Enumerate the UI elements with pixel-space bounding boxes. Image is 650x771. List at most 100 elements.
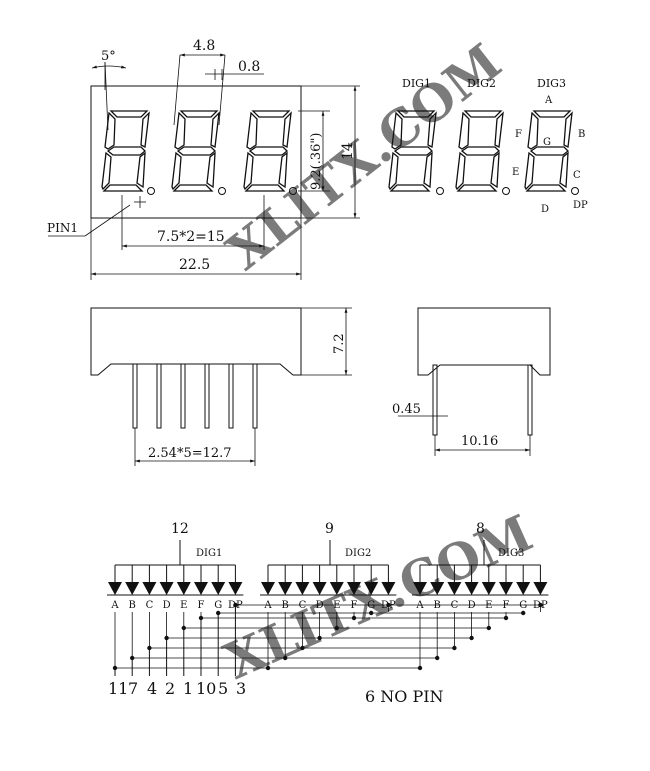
dp-dot <box>571 187 579 195</box>
diode-d <box>312 582 327 595</box>
diode-f <box>347 582 361 595</box>
side-view-front: 7.2 2.54*5=12.7 <box>90 307 352 466</box>
segment-digit-2 <box>455 110 504 192</box>
digit-pitch-label: 4.8 <box>193 38 215 54</box>
segment-pin-numbers: 11 7 4 2 1 10 5 3 <box>108 679 246 698</box>
diode-f <box>499 582 513 595</box>
pin-width-label: 0.45 <box>392 402 421 417</box>
diode-d <box>464 582 479 595</box>
dp-dot <box>436 187 444 195</box>
side-view-profile: 0.45 10.16 <box>392 307 551 456</box>
anode-label: F <box>351 600 358 611</box>
diode-f <box>194 582 208 595</box>
segment-label-g: G <box>543 137 551 148</box>
watermark-bottom: XLITX.COM <box>216 503 541 691</box>
digit-label: DIG1 <box>196 548 222 559</box>
diode-b <box>430 582 445 595</box>
segment-label-a: A <box>544 95 553 106</box>
segment-pin-label: 10 <box>196 679 216 698</box>
diode-a <box>261 582 275 595</box>
segment-pin-label: 2 <box>165 679 175 698</box>
anode-label: E <box>485 600 492 611</box>
diode-a <box>413 582 427 595</box>
anode-label: D <box>468 600 476 611</box>
segment-pin-label: 1 <box>183 679 193 698</box>
anode-label: D <box>316 600 324 611</box>
diode-network: ABCDEFGDPABCDEFGDPABCDEFGDP <box>107 540 549 676</box>
dp-dot <box>502 187 510 195</box>
dp-dot <box>147 187 155 195</box>
common-pin-label: 8 <box>476 521 485 537</box>
anode-label: E <box>333 600 340 611</box>
anode-label: G <box>519 600 527 611</box>
common-pin-label: 9 <box>325 521 334 537</box>
digit-label: DIG3 <box>537 77 566 90</box>
diode-a <box>108 582 122 595</box>
anode-label: A <box>263 600 272 611</box>
segment-diagram: DIG1 DIG2 DIG3 A B C D E F G DP <box>388 77 588 215</box>
diode-c <box>447 582 462 595</box>
anode-label: B <box>282 600 289 611</box>
diode-e <box>176 582 191 595</box>
diode-g <box>364 582 379 595</box>
segment-pin-label: 11 <box>108 679 128 698</box>
anode-label: F <box>503 600 510 611</box>
anode-label: F <box>198 600 205 611</box>
segment-pin-label: 3 <box>236 679 246 698</box>
front-digit-1 <box>101 110 150 192</box>
digit-span-label: 7.5*2=15 <box>157 229 225 245</box>
diode-g <box>516 582 531 595</box>
segment-pin-label: 7 <box>128 679 138 698</box>
anode-label: C <box>299 600 307 611</box>
anode-label: C <box>146 600 154 611</box>
segment-label-b: B <box>578 129 585 140</box>
width-label: 22.5 <box>179 257 210 273</box>
anode-label: D <box>163 600 171 611</box>
digit-label: DIG1 <box>402 77 431 90</box>
diode-dp <box>228 582 243 595</box>
front-view: 5° 4.8 0.8 9.2(.36") 14 PIN1 7.5*2=15 <box>47 38 360 280</box>
diode-dp <box>533 582 548 595</box>
digit-height-label: 9.2(.36") <box>309 133 324 190</box>
package-body <box>90 307 302 376</box>
diode-c <box>295 582 310 595</box>
watermark-text: XLITX.COM <box>216 32 512 281</box>
angle-label: 5° <box>101 49 116 64</box>
diode-dp <box>381 582 396 595</box>
digit-label: DIG2 <box>345 548 371 559</box>
anode-label: G <box>367 600 375 611</box>
dp-dot <box>218 187 226 195</box>
segment-label-c: C <box>573 170 581 181</box>
segment-label-e: E <box>512 167 519 178</box>
segment-digit-3 <box>524 110 573 192</box>
segment-label-d: D <box>541 204 549 215</box>
watermark-top: XLITX.COM <box>216 32 512 281</box>
pin <box>527 364 533 436</box>
watermark-text: XLITX.COM <box>216 503 541 691</box>
pin1-label: PIN1 <box>47 221 78 235</box>
anode-label: B <box>129 600 136 611</box>
segment-width-label: 0.8 <box>238 59 260 75</box>
segment-pin-label: 5 <box>218 679 228 698</box>
diode-d <box>159 582 174 595</box>
diode-c <box>142 582 157 595</box>
anode-label: C <box>451 600 459 611</box>
front-digit-3 <box>243 110 292 192</box>
anode-label: G <box>214 600 222 611</box>
row-spacing-label: 10.16 <box>461 434 498 449</box>
common-pin-label: 12 <box>171 521 189 537</box>
digit-label: DIG3 <box>498 548 524 559</box>
no-pin-note: 6 NO PIN <box>365 687 444 706</box>
segment-pin-label: 4 <box>147 679 157 698</box>
diode-e <box>329 582 344 595</box>
pins <box>132 363 258 429</box>
display-outline <box>90 85 302 219</box>
pin-pitch-label: 2.54*5=12.7 <box>148 446 232 461</box>
side-height-label: 7.2 <box>332 333 347 354</box>
diode-e <box>481 582 496 595</box>
front-digit-2 <box>171 110 220 192</box>
segment-label-f: F <box>515 129 522 140</box>
diode-b <box>278 582 293 595</box>
segment-label-dp: DP <box>573 200 588 211</box>
